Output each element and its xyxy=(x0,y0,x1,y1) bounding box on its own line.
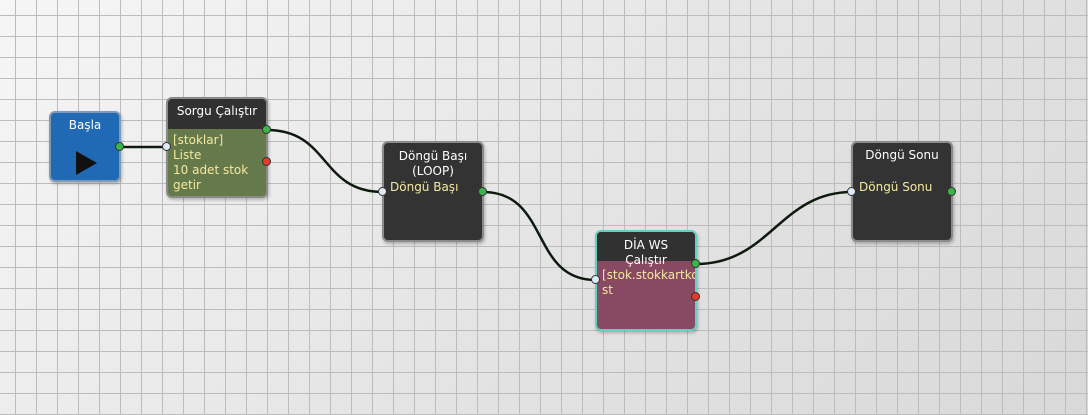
ws-error-port[interactable] xyxy=(691,292,700,301)
loop-start-output-port[interactable] xyxy=(478,187,487,196)
loop-end-input-port[interactable] xyxy=(847,187,856,196)
start-node-title: Başla xyxy=(68,118,102,132)
query-node-body: [stoklar] Liste 10 adet stok getir xyxy=(173,133,249,192)
loop-end-body: Döngü Sonu xyxy=(859,180,933,194)
loop-end-node[interactable]: Döngü Sonu Döngü Sonu xyxy=(851,141,953,242)
ws-input-port[interactable] xyxy=(591,275,600,284)
loop-start-body: Döngü Başı xyxy=(390,180,459,194)
loop-end-output-port[interactable] xyxy=(947,187,956,196)
loop-end-title: Döngü Sonu xyxy=(865,148,939,162)
ws-output-port[interactable] xyxy=(691,259,700,268)
connection-loop-ws[interactable] xyxy=(482,190,597,282)
connection-query-loop[interactable] xyxy=(266,128,384,194)
query-node-header xyxy=(168,99,266,129)
ws-node-title: DİA WS Çalıştır xyxy=(623,238,669,267)
ws-node-body: [stok.stokkartkod st xyxy=(602,268,696,297)
loop-start-node[interactable]: Döngü Başı (LOOP) Döngü Başı xyxy=(382,141,484,242)
query-error-port[interactable] xyxy=(262,157,271,166)
start-node[interactable]: Başla xyxy=(49,111,121,182)
connection-ws-loopend[interactable] xyxy=(695,190,853,266)
ws-node[interactable]: DİA WS Çalıştır [stok.stokkartkod st xyxy=(595,230,697,331)
start-output-port[interactable] xyxy=(115,142,124,151)
ws-node-header xyxy=(597,232,695,261)
query-output-port[interactable] xyxy=(262,125,271,134)
query-input-port[interactable] xyxy=(162,142,171,151)
loop-start-title: Döngü Başı (LOOP) xyxy=(398,149,468,178)
play-icon[interactable] xyxy=(76,151,97,175)
query-node-title: Sorgu Çalıştır xyxy=(176,104,258,118)
query-node[interactable]: Sorgu Çalıştır [stoklar] Liste 10 adet s… xyxy=(166,97,268,198)
loop-start-input-port[interactable] xyxy=(378,187,387,196)
